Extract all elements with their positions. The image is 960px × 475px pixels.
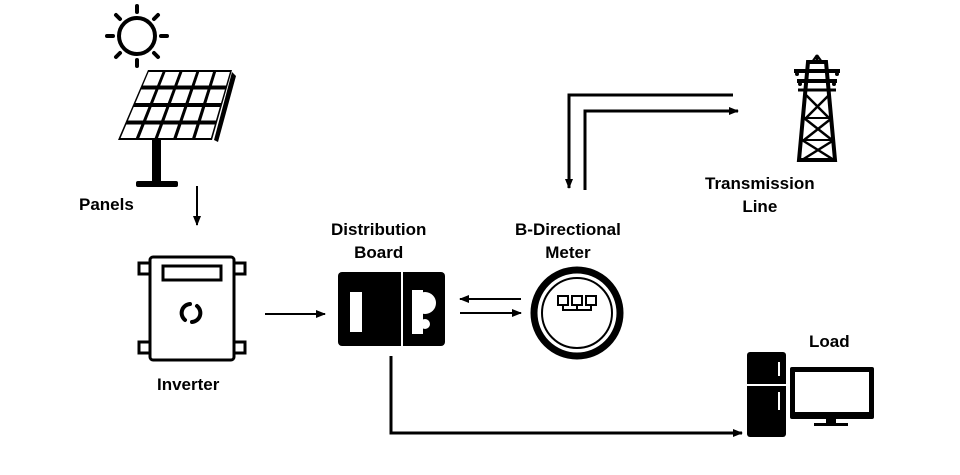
label-distribution-line1: Distribution [331,220,427,239]
meter-icon [530,266,624,360]
label-distribution-board: Distribution Board [331,218,426,264]
sun-icon [105,4,169,68]
solar-cell [164,107,185,121]
solar-cell [158,124,178,138]
solar-cell [153,89,173,103]
solar-cell [194,72,213,86]
label-transmission-line: Transmission Line [705,172,815,218]
solar-cell [201,107,220,121]
label-meter-line2: Meter [545,243,591,262]
solar-cell [195,124,215,138]
label-transmission-line2: Line [742,197,778,216]
solar-cell [188,89,208,103]
solar-cell [211,72,230,86]
label-inverter: Inverter [157,375,220,394]
label-transmission-line1: Transmission [705,174,815,193]
solar-cell [128,107,149,121]
solar-cell [171,89,191,103]
line-meter-to-transmission [583,107,739,190]
solar-panel-icon [118,70,236,187]
label-meter: B-Directional Meter [515,218,621,264]
solar-cell [177,72,197,86]
solar-cell [206,89,225,103]
solar-cell [182,107,202,121]
transmission-tower-icon [794,54,840,162]
solar-cell [139,124,160,138]
label-panels: Panels [79,195,134,214]
solar-cell [176,124,197,138]
refrigerator-icon [747,352,786,437]
inverter-icon [137,255,247,362]
solar-cell [160,72,180,86]
label-load: Load [809,332,850,351]
label-meter-line1: B-Directional [515,220,621,239]
solar-cell [120,124,142,138]
solar-cell [142,72,163,86]
line-transmission-to-meter [565,93,733,189]
solar-cell [135,89,156,103]
distribution-board-icon [338,272,445,346]
solar-cell [146,107,167,121]
monitor-icon [790,367,874,426]
line-board-to-load [389,356,743,437]
label-distribution-line2: Board [354,243,404,262]
